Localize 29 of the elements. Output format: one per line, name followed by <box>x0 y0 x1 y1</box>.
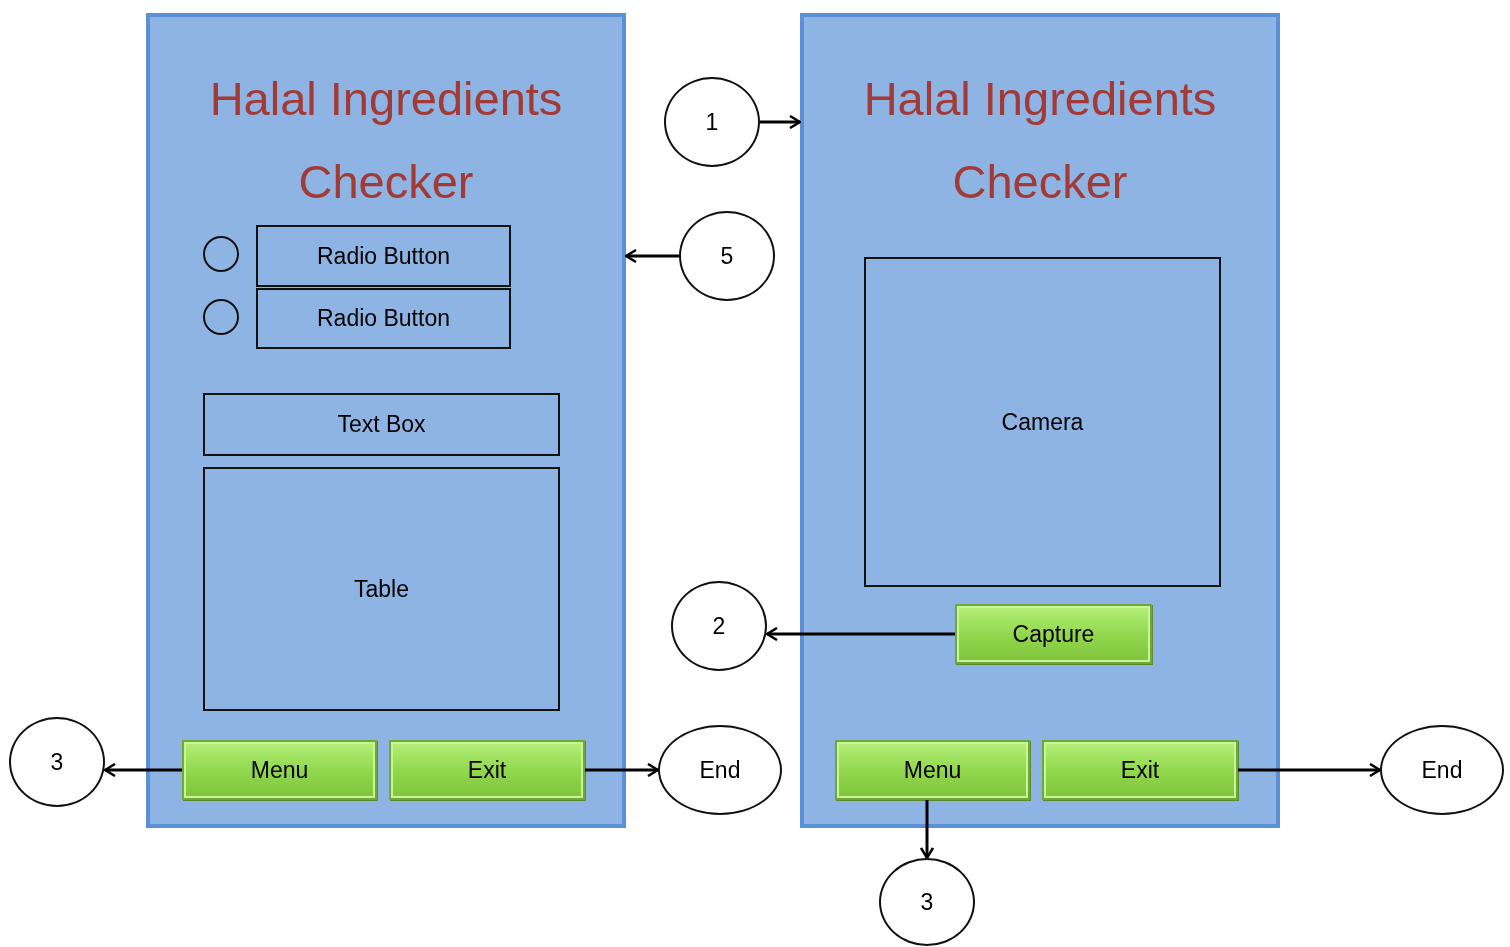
exit-button: Exit <box>1042 740 1238 800</box>
menu-button: Menu <box>182 740 377 800</box>
app-title: Halal Ingredients Checker <box>862 71 1218 210</box>
arrow <box>1238 762 1382 778</box>
radio-circle <box>203 236 239 272</box>
menu-button: Menu <box>835 740 1030 800</box>
camera-view: Camera <box>864 257 1221 587</box>
table-area: Table <box>203 467 560 711</box>
arrow <box>585 762 660 778</box>
step-circle: 5 <box>679 211 775 301</box>
end-circle: End <box>658 725 782 815</box>
arrow <box>765 626 955 642</box>
option-box: Radio Button <box>256 288 511 349</box>
capture-button: Capture <box>955 604 1152 664</box>
exit-button: Exit <box>389 740 585 800</box>
radio-circle <box>203 299 239 335</box>
app-title: Halal Ingredients Checker <box>208 71 564 210</box>
step-circle: 3 <box>879 858 975 946</box>
arrow <box>103 762 182 778</box>
end-circle: End <box>1380 725 1504 815</box>
text-field: Text Box <box>203 393 560 456</box>
option-box: Radio Button <box>256 225 511 287</box>
step-circle: 2 <box>671 581 767 671</box>
arrow <box>919 800 935 860</box>
screen-panel <box>800 13 1280 828</box>
arrow <box>760 114 802 130</box>
screen-panel <box>146 13 626 828</box>
step-circle: 3 <box>9 717 105 807</box>
step-circle: 1 <box>664 77 760 167</box>
